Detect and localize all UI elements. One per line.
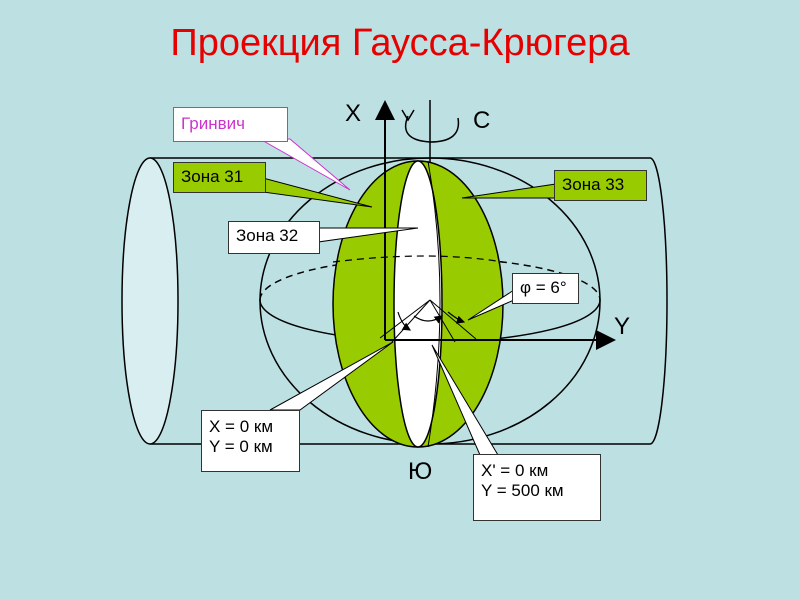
zone-33-label: Зона 33 [554, 170, 647, 201]
x-axis-label: X [345, 100, 362, 127]
greenwich-label: Гринвич [173, 107, 288, 142]
cylinder-body [150, 157, 668, 445]
origin-left-box: X = 0 км Y = 0 км [201, 410, 300, 472]
zone-32-band [393, 160, 443, 448]
origin-left-y: Y = 0 км [209, 437, 273, 456]
north-label: С [473, 107, 491, 134]
cylinder-end [121, 157, 179, 445]
central-meridian [427, 160, 441, 448]
origin-right-y: Y = 500 км [481, 481, 564, 500]
y-axis-label: Y [614, 313, 631, 340]
south-label: Ю [408, 458, 433, 485]
origin-right-x: X' = 0 км [481, 461, 549, 480]
zone-31-label: Зона 31 [173, 162, 266, 193]
phi-label: φ = 6° [512, 273, 579, 304]
origin-right-box: X' = 0 км Y = 500 км [473, 454, 601, 521]
origin-left-x: X = 0 км [209, 417, 274, 436]
slide-title: Проекция Гаусса-Крюгера [170, 22, 630, 64]
zone-32-label: Зона 32 [228, 221, 320, 254]
